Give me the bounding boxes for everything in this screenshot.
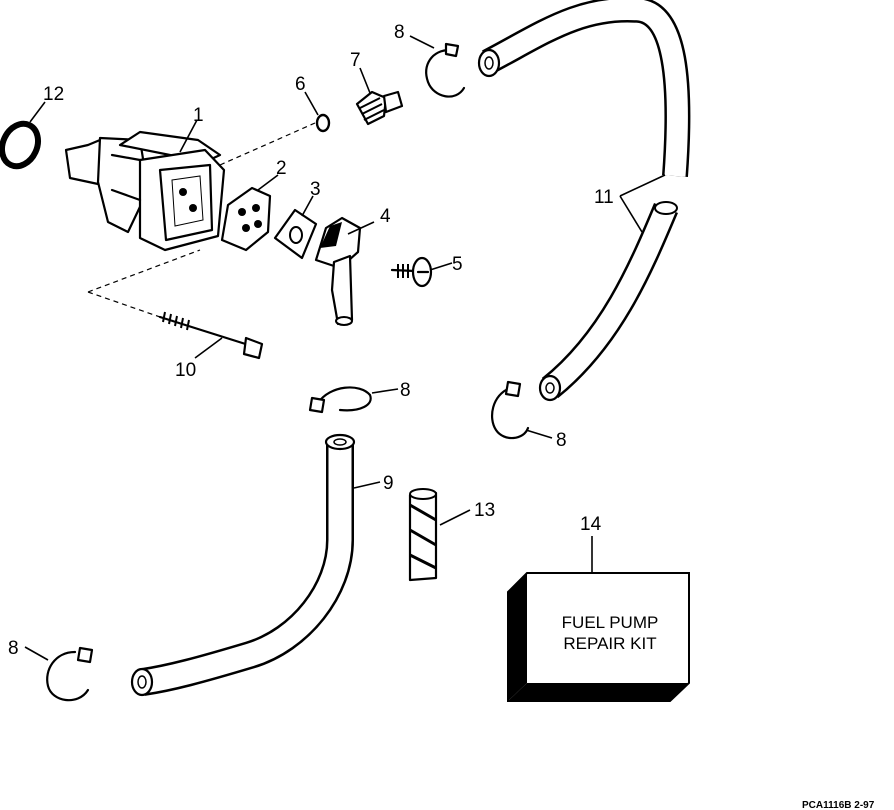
callout-7: 7 (350, 50, 361, 71)
leader-line (194, 337, 223, 359)
callout-13: 13 (474, 500, 495, 521)
leader-line (257, 174, 279, 191)
leader-line (347, 221, 375, 235)
leader-line (304, 91, 319, 116)
leader-line (301, 195, 314, 217)
callout-9: 9 (383, 473, 394, 494)
hose-clamp-part (46, 646, 94, 702)
callout-8-top: 8 (394, 22, 405, 43)
callout-2: 2 (276, 158, 287, 179)
leader-line (429, 262, 453, 271)
kit-box-line1: FUEL PUMP (562, 613, 659, 632)
leader-line (29, 101, 46, 123)
leader-line (525, 429, 553, 439)
leader-line (353, 481, 381, 489)
leader-line (619, 174, 666, 197)
bolt-part (158, 311, 264, 360)
callout-10: 10 (175, 360, 196, 381)
hose-clamp-part (491, 380, 530, 440)
lower-fuel-hose-part (538, 201, 678, 402)
fitting-part (355, 90, 404, 126)
hose-clamp-part (425, 42, 466, 98)
repair-kit-box: FUEL PUMP REPAIR KIT (507, 572, 690, 702)
callout-3: 3 (310, 179, 321, 200)
upper-fuel-hose-part (477, 0, 691, 177)
callout-8-bottom: 8 (8, 638, 19, 659)
hose-clamp-part (308, 386, 372, 414)
kit-box-line2: REPAIR KIT (563, 634, 656, 653)
alignment-line (87, 249, 201, 293)
o-ring-seal-part (0, 120, 41, 170)
small-o-ring-part (315, 113, 331, 133)
callout-1: 1 (193, 105, 204, 126)
callout-8-middle: 8 (400, 380, 411, 401)
gasket-part (220, 186, 272, 252)
leader-line (179, 119, 198, 153)
bottom-fuel-hose-part (130, 433, 356, 697)
callout-8-right: 8 (556, 430, 567, 451)
callout-14: 14 (580, 514, 602, 535)
alignment-line (87, 291, 161, 318)
callout-11: 11 (594, 187, 614, 208)
alignment-line (219, 122, 316, 166)
leader-line (439, 509, 471, 526)
leader-line (359, 67, 371, 94)
leader-line (371, 388, 399, 394)
diaphragm-part (273, 208, 318, 260)
callout-5: 5 (452, 254, 463, 275)
leader-line (619, 195, 643, 233)
fuel-pump-body-part (64, 130, 226, 252)
leader-line (409, 35, 435, 49)
screw-part (390, 256, 433, 288)
drawing-code: PCA1116B 2-97 (802, 800, 875, 810)
callout-12: 12 (43, 84, 64, 105)
callout-4: 4 (380, 206, 391, 227)
spring-sleeve-part (408, 488, 438, 582)
callout-6: 6 (295, 74, 306, 95)
leader-line (24, 646, 49, 661)
pump-cover-part (314, 216, 362, 326)
